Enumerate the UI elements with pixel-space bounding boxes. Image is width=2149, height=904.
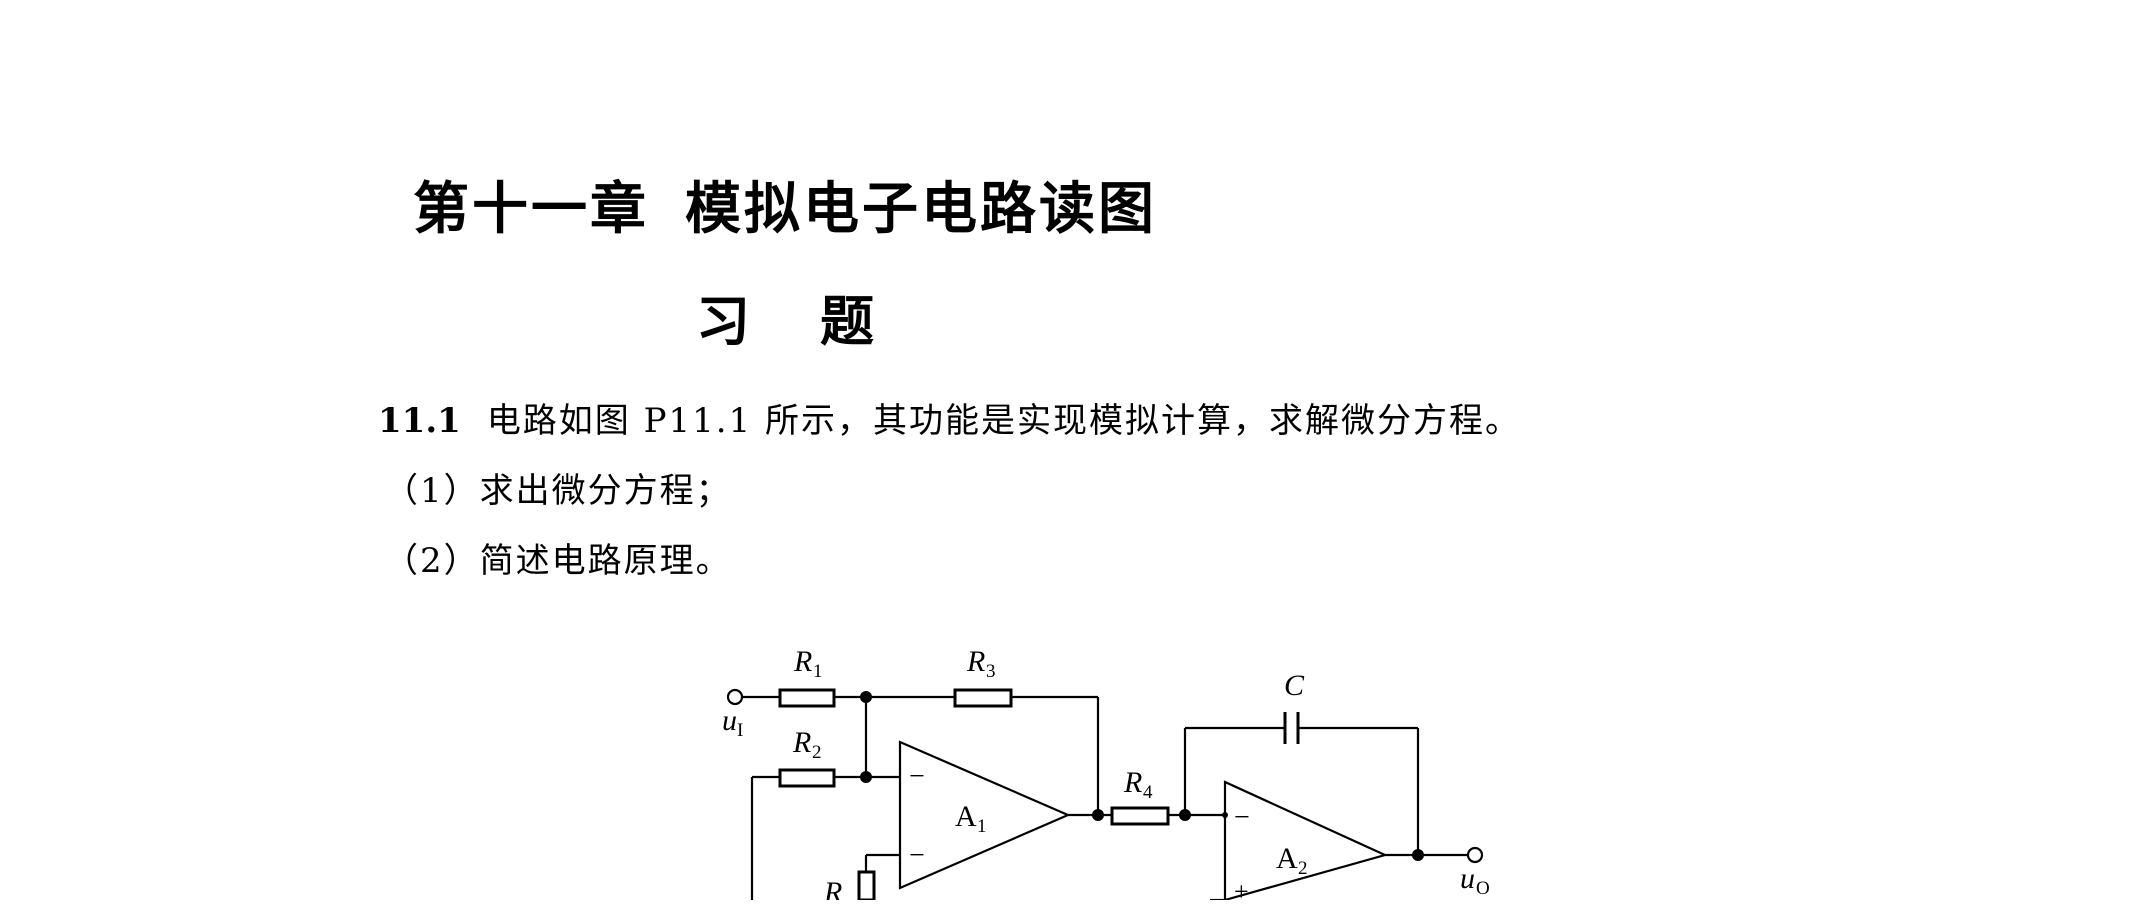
resistor-r5 [857, 870, 876, 902]
label-r3-sub: 3 [986, 661, 996, 682]
label-a1: A [955, 800, 977, 833]
chapter-number: 第十一章 [413, 177, 649, 242]
chapter-title: 第十一章模拟电子电路读图 [0, 182, 1570, 238]
section-title: 习题 [0, 295, 1570, 349]
label-r3: R [966, 645, 985, 678]
resistor-r1 [778, 688, 836, 708]
label-ui: u [722, 704, 737, 737]
label-a1-sub: 1 [977, 816, 987, 837]
problem-item-1: （1）求出微分方程； [384, 471, 732, 511]
junction-node [1179, 809, 1191, 821]
junction-node [860, 691, 872, 703]
a1-second-input-sign: − [909, 840, 925, 871]
label-r4-sub: 4 [1143, 782, 1153, 803]
label-ui-sub: I [737, 720, 743, 741]
label-r5: R [823, 876, 842, 900]
problem-text: 电路如图 P11.1 所示，其功能是实现模拟计算，求解微分方程。 [486, 401, 1522, 441]
chapter-name: 模拟电子电路读图 [685, 177, 1157, 242]
opamp-a2 [1223, 780, 1389, 902]
junction-node [1412, 849, 1424, 861]
junction-node [1092, 809, 1104, 821]
label-r2: R [792, 726, 811, 759]
label-uo: u [1460, 862, 1475, 895]
label-r4: R [1123, 766, 1142, 799]
output-terminal [1466, 846, 1484, 864]
a2-inverting-sign: − [1234, 802, 1250, 833]
label-r2-sub: 2 [812, 742, 822, 763]
label-a2: A [1276, 842, 1298, 875]
junction-node [1222, 812, 1228, 818]
label-a2-sub: 2 [1298, 858, 1308, 879]
label-r1-sub: 1 [813, 661, 823, 682]
label-c: C [1284, 669, 1305, 702]
input-terminal [726, 688, 744, 706]
junction-node [860, 771, 872, 783]
problem-item-2: （2）简述电路原理。 [384, 541, 732, 581]
resistor-r2 [778, 768, 836, 788]
a1-inverting-sign: − [909, 761, 925, 792]
section-title-char-1: 习 [696, 290, 750, 353]
problem-number: 11.1 [378, 401, 461, 441]
resistor-r3 [953, 688, 1013, 708]
a2-noninverting-sign: + [1234, 877, 1249, 900]
label-uo-sub: O [1476, 878, 1490, 899]
label-r1: R [793, 645, 812, 678]
resistor-r4 [1110, 806, 1170, 826]
opamp-a1 [898, 740, 1071, 890]
problem-statement: 11.1 电路如图 P11.1 所示，其功能是实现模拟计算，求解微分方程。 [378, 404, 1521, 438]
section-title-char-2: 题 [820, 290, 874, 353]
